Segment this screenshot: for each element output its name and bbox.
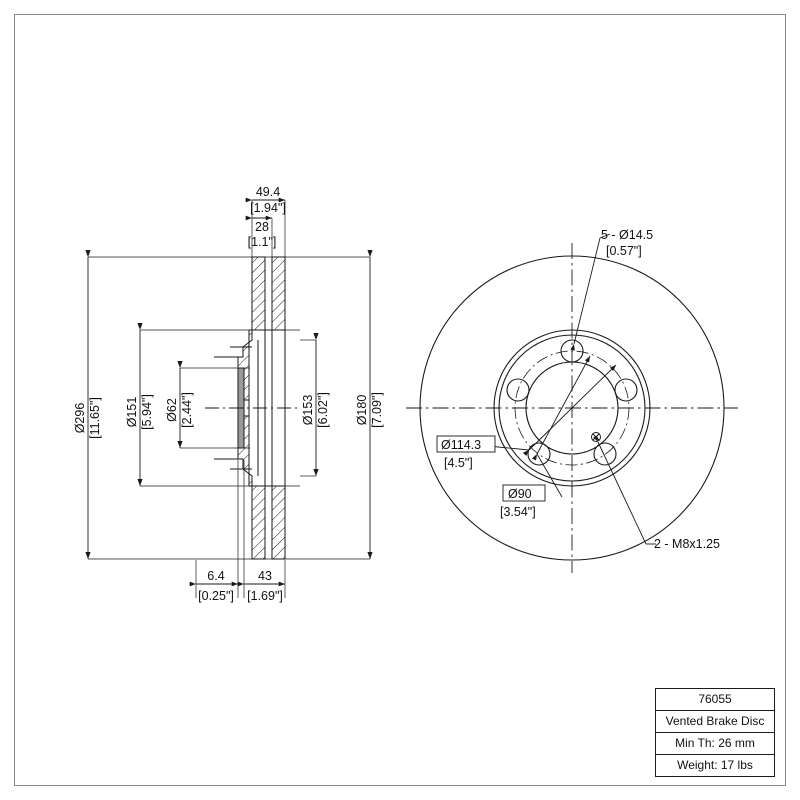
side-view-dimension-lines — [85, 249, 373, 559]
callout-lug-holes-mm: 5 - Ø14.5 — [601, 228, 653, 242]
dim-hat-outer-diameter-in: [7.09"] — [370, 392, 384, 428]
dim-overall-width-mm: 49.4 — [256, 185, 280, 199]
title-block-description: Vented Brake Disc — [656, 711, 774, 733]
dim-inner-face-diameter-mm: Ø153 — [301, 395, 315, 426]
title-block-part-number: 76055 — [656, 689, 774, 711]
callout-threaded-holes: 2 - M8x1.25 — [654, 537, 720, 551]
threaded-hole-m8 — [591, 432, 601, 442]
side-view-geometry — [214, 256, 286, 560]
dim-outer-diameter-mm: Ø296 — [73, 403, 87, 434]
sheet-border — [14, 14, 786, 786]
dim-disc-thickness-in: [1.1"] — [248, 235, 277, 249]
dim-disc-thickness-mm: 28 — [255, 220, 269, 234]
dim-hat-outer-diameter-mm: Ø180 — [355, 395, 369, 426]
side-view-linear-dimensions — [189, 197, 285, 587]
dim-flange-thickness-mm: 6.4 — [207, 569, 224, 583]
lug-hole-leader — [570, 233, 611, 351]
dim-overall-width-in: [1.94"] — [250, 201, 286, 215]
lug-hole — [527, 442, 551, 466]
dim-flange-thickness-in: [0.25"] — [198, 589, 234, 603]
dim-hat-height-in: [1.69"] — [247, 589, 283, 603]
callout-bolt-circle-in: [4.5"] — [444, 456, 473, 470]
callout-bolt-circle-mm: Ø114.3 — [441, 438, 481, 452]
hub-bore-leader — [531, 355, 591, 498]
callout-hub-bore-mm: Ø90 — [508, 487, 532, 501]
side-view-dimension-labels: Ø296 [11.65"] Ø151 [5.94"] Ø62 [2.44"] Ø… — [73, 392, 384, 439]
title-block-weight: Weight: 17 lbs — [677, 758, 753, 772]
threaded-hole-leader — [593, 435, 656, 545]
side-view-linear-labels: 49.4 [1.94"] 28 [1.1"] 6.4 [0.25"] 43 [1… — [198, 185, 286, 603]
dim-inner-face-diameter-in: [6.02"] — [316, 392, 330, 428]
dim-bore-diameter-mm: Ø62 — [165, 398, 179, 422]
callout-hub-bore-in: [3.54"] — [500, 505, 536, 519]
dim-bore-diameter-in: [2.44"] — [180, 392, 194, 428]
callout-lug-holes-in: [0.57"] — [606, 244, 642, 258]
front-view-callout-labels: 5 - Ø14.5 [0.57"] Ø114.3 [4.5"] Ø90 [3.5… — [441, 228, 720, 551]
hub-bore-label-box — [502, 484, 546, 502]
side-view-extension-lines — [88, 200, 370, 598]
front-view-label-frames — [436, 435, 546, 502]
bolt-circle-label-box — [436, 435, 496, 453]
dim-hat-height-mm: 43 — [258, 569, 272, 583]
title-block: 76055 Vented Brake Disc Min Th: 26 mm We… — [655, 688, 775, 777]
dim-hat-diameter-in: [5.94"] — [140, 394, 154, 430]
dim-outer-diameter-in: [11.65"] — [88, 397, 102, 439]
dim-hat-diameter-mm: Ø151 — [125, 397, 139, 428]
title-block-min-thickness: Min Th: 26 mm — [656, 733, 774, 755]
